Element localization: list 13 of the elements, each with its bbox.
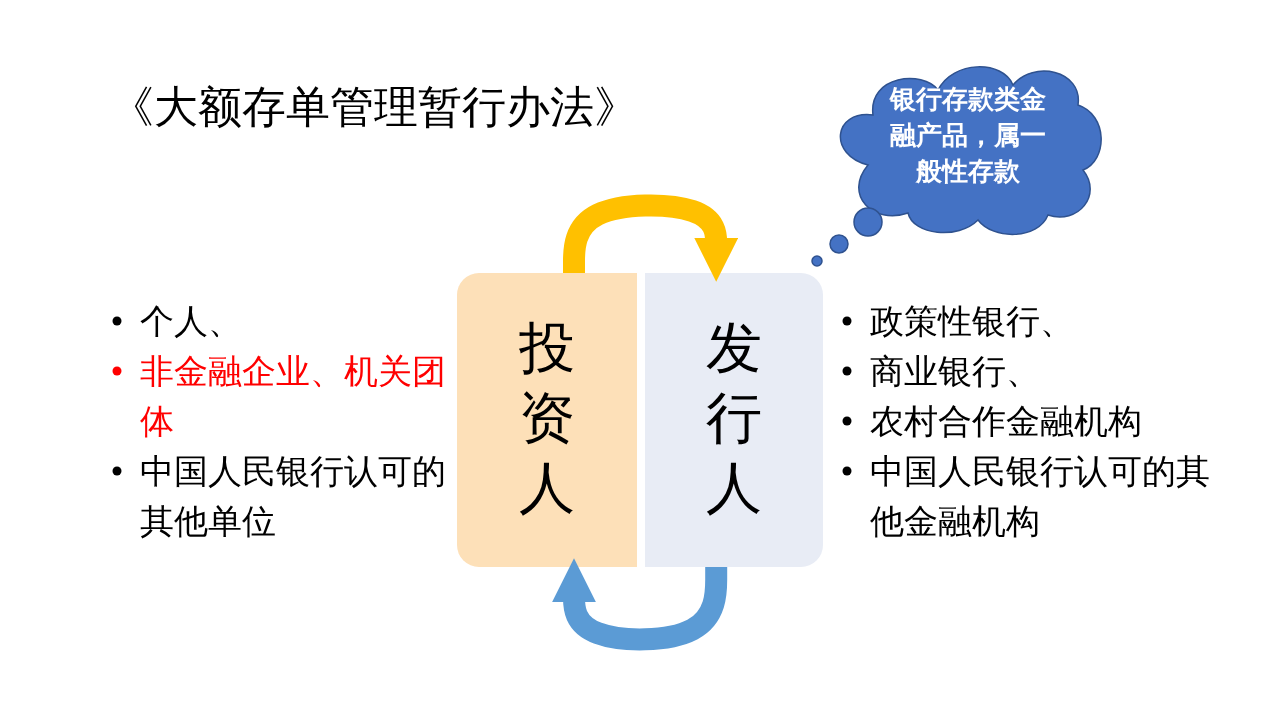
role-box bbox=[457, 273, 637, 567]
list-item: 中国人民银行认可的其他金融机构 bbox=[870, 451, 1210, 541]
role-box bbox=[645, 273, 823, 567]
list-item: 政策性银行、 bbox=[870, 301, 1074, 341]
list-item: 个人、 bbox=[140, 301, 242, 341]
list-item: 商业银行、 bbox=[870, 351, 1040, 391]
list-item: 中国人民银行认可的其他单位 bbox=[140, 451, 446, 541]
role-label: 发行人 bbox=[706, 314, 762, 522]
title: 《大额存单管理暂行办法》 bbox=[110, 80, 638, 134]
role-label: 投资人 bbox=[519, 314, 575, 522]
list-item: 非金融企业、机关团体 bbox=[140, 351, 446, 441]
cloud-text: 银行存款类金融产品，属一般性存款 bbox=[888, 83, 1047, 188]
list-item: 农村合作金融机构 bbox=[870, 401, 1142, 441]
